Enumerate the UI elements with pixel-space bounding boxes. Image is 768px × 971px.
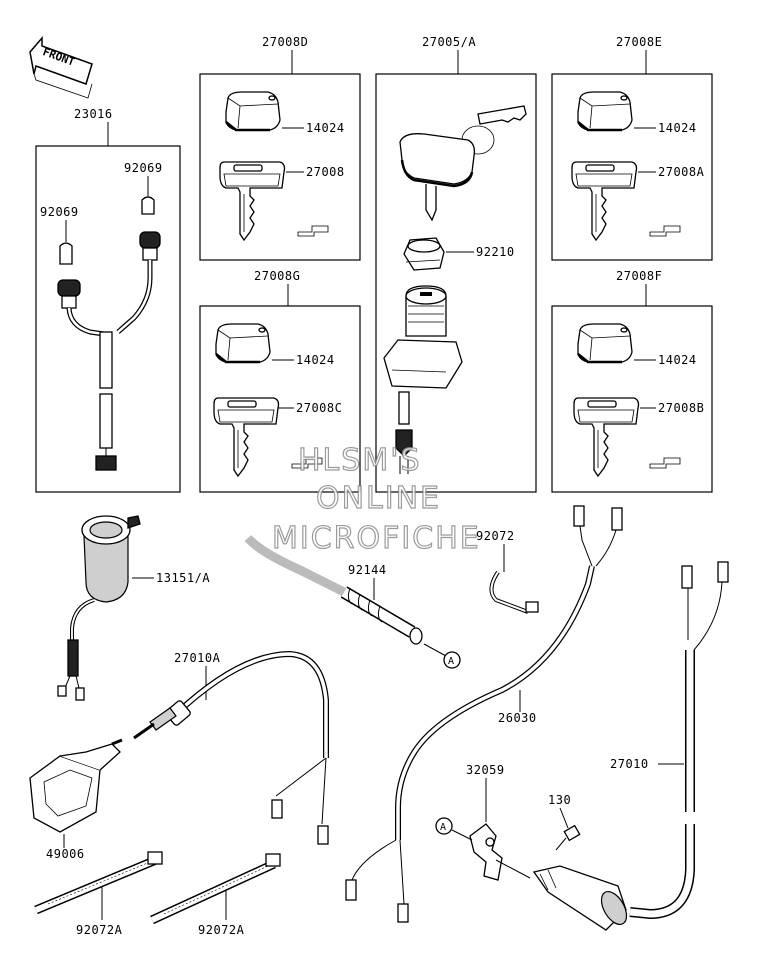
cap-92069-top — [141, 196, 155, 215]
cap-92069-left — [59, 242, 73, 265]
label-27008C: 27008C — [296, 401, 342, 415]
label-27008E: 27008E — [616, 35, 662, 49]
part-32059: 32059 A — [435, 763, 505, 881]
label-92144: 92144 — [348, 563, 387, 577]
label-92072A-left: 92072A — [76, 923, 123, 937]
label-14024-e: 14024 — [658, 121, 697, 135]
watermark-line-3: MICROFICHE — [272, 521, 481, 556]
label-14024-f: 14024 — [658, 353, 697, 367]
label-27008G: 27008G — [254, 269, 300, 283]
frame-27008G — [199, 305, 361, 493]
key-27008A — [571, 161, 638, 241]
key-27008B — [573, 397, 640, 477]
part-49006: 49006 — [29, 738, 123, 861]
label-92072A-right: 92072A — [198, 923, 245, 937]
ref-marker-a-lower — [435, 817, 453, 835]
watermark: HLSM'S ONLINE MICROFICHE — [271, 442, 481, 556]
label-14024-g: 14024 — [296, 353, 335, 367]
part-92144: A 92144 — [244, 534, 461, 669]
frame-27005A — [375, 73, 537, 493]
watermark-line-1: HLSM'S — [298, 443, 422, 478]
label-27008B: 27008B — [658, 401, 704, 415]
label-27010A: 27010A — [174, 651, 221, 665]
watermark-line-2: ONLINE — [316, 481, 441, 516]
label-92069-left: 92069 — [40, 205, 79, 219]
svg-text:A: A — [440, 822, 446, 833]
ignition-switch — [383, 285, 463, 474]
label-23016: 23016 — [74, 107, 113, 121]
label-27008: 27008 — [306, 165, 345, 179]
label-32059: 32059 — [466, 763, 505, 777]
label-27010: 27010 — [610, 757, 649, 771]
key-27008 — [219, 161, 286, 241]
nut-92210 — [403, 237, 445, 271]
front-arrow: FRONT — [29, 35, 93, 99]
label-27008F: 27008F — [616, 269, 662, 283]
frame-27008F — [551, 305, 713, 493]
part-130: 130 — [495, 793, 628, 931]
group-23016: 23016 92069 92069 — [35, 107, 181, 493]
label-27005A: 27005/A — [422, 35, 476, 49]
label-27008A: 27008A — [658, 165, 705, 179]
label-92072: 92072 — [476, 529, 515, 543]
knob-14024-e — [576, 90, 634, 132]
svg-text:A: A — [448, 656, 454, 667]
part-92072A-right: 92072A — [150, 853, 281, 937]
label-130: 130 — [548, 793, 571, 807]
part-27010A: 27010A — [133, 650, 329, 845]
part-27010: 27010 — [610, 561, 729, 920]
label-13151A: 13151/A — [156, 571, 210, 585]
part-13151A: 13151/A — [57, 515, 210, 701]
knob-14024-f — [576, 322, 634, 364]
group-27008D: 27008D 14024 27008 — [199, 35, 361, 261]
harness-23016 — [57, 231, 161, 471]
frame-23016 — [35, 145, 181, 493]
frame-27008E — [551, 73, 713, 261]
label-92210: 92210 — [476, 245, 515, 259]
ignition-keys — [399, 105, 527, 222]
ref-marker-a-upper — [443, 651, 461, 669]
label-26030: 26030 — [498, 711, 537, 725]
key-27008C — [213, 397, 280, 477]
knob-14024-d — [224, 90, 282, 132]
label-27008D: 27008D — [262, 35, 308, 49]
group-27008E: 27008E 14024 27008A — [551, 35, 713, 261]
group-27008G: 27008G 14024 27008C — [199, 269, 361, 493]
part-92072A-left: 92072A — [34, 851, 163, 937]
knob-14024-g — [214, 322, 272, 364]
label-92069-top: 92069 — [124, 161, 163, 175]
group-27008F: 27008F 14024 27008B — [551, 269, 713, 493]
frame-27008D — [199, 73, 361, 261]
group-27005A: 27005/A 92210 — [375, 35, 537, 493]
label-14024-d: 14024 — [306, 121, 345, 135]
part-92072: 92072 — [476, 529, 539, 614]
part-26030: 26030 — [345, 505, 623, 923]
label-49006: 49006 — [46, 847, 85, 861]
